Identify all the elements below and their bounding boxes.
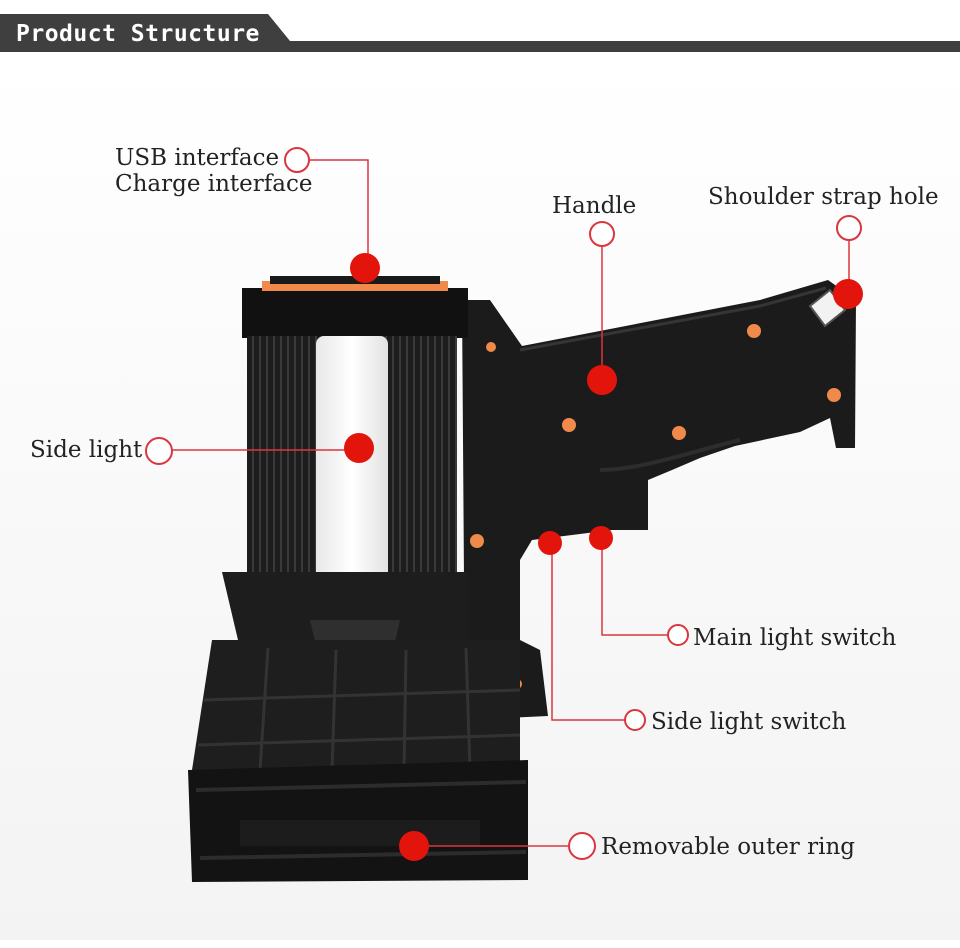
marker-usb bbox=[350, 253, 380, 283]
head-cap bbox=[242, 288, 468, 338]
flashlight-illustration bbox=[188, 276, 856, 882]
pistol-grip bbox=[462, 280, 856, 720]
marker-dots bbox=[344, 253, 863, 861]
header-bar bbox=[0, 14, 960, 52]
marker-handle bbox=[587, 365, 617, 395]
label-usb-interface: USB interface bbox=[115, 145, 280, 171]
ring-outer-ring bbox=[568, 832, 596, 860]
marker-side-light bbox=[344, 433, 374, 463]
label-circles bbox=[145, 147, 862, 860]
ring-usb bbox=[284, 147, 310, 173]
marker-shoulder-strap bbox=[833, 279, 863, 309]
label-removable-outer-ring: Removable outer ring bbox=[601, 834, 855, 860]
page-title: Product Structure bbox=[16, 21, 260, 47]
label-side-light-switch: Side light switch bbox=[651, 709, 847, 735]
callout-lines bbox=[172, 159, 850, 847]
ring-main-switch bbox=[667, 624, 689, 646]
ring-handle bbox=[589, 221, 615, 247]
label-charge-interface: Charge interface bbox=[115, 171, 313, 197]
side-light-lens bbox=[316, 336, 388, 588]
marker-main-switch bbox=[589, 526, 613, 550]
ring-shoulder-strap bbox=[836, 215, 862, 241]
label-handle: Handle bbox=[552, 193, 637, 219]
ring-side-switch bbox=[624, 709, 646, 731]
marker-side-switch bbox=[538, 531, 562, 555]
marker-outer-ring bbox=[399, 831, 429, 861]
ring-side-light bbox=[145, 437, 173, 465]
label-main-light-switch: Main light switch bbox=[693, 625, 897, 651]
label-shoulder-strap-hole: Shoulder strap hole bbox=[708, 184, 939, 210]
label-side-light: Side light bbox=[30, 437, 143, 463]
